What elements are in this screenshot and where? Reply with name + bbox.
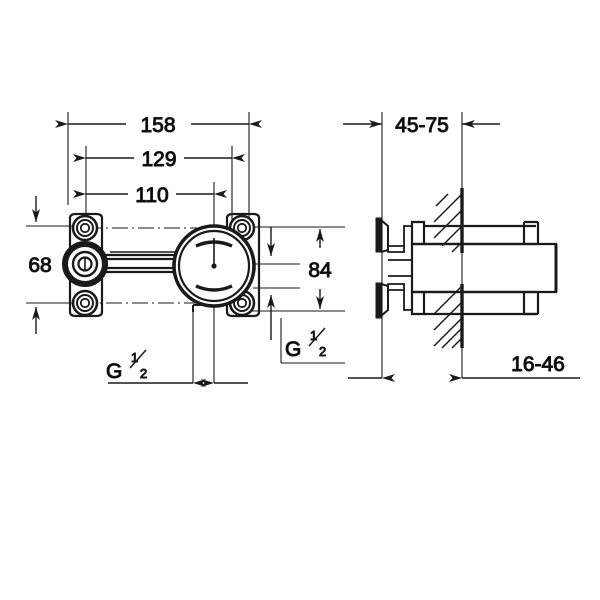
screw-ring-inner [236, 297, 248, 309]
dim-value-16-46: 16-46 [511, 353, 565, 376]
thread-label-right-letter: G [285, 338, 301, 361]
screw-boss-bottom-left [71, 289, 99, 317]
thread-label-right-denominator: 2 [319, 344, 326, 359]
screw-ring-inner [79, 297, 91, 309]
screw-boss-top-left [71, 214, 99, 242]
flange-neck-upper [387, 245, 405, 253]
thread-label-bottom: G 1 2 [106, 349, 148, 384]
dim-value-110: 110 [135, 184, 168, 207]
mounting-screw-bosses [71, 214, 256, 317]
dim-value-84: 84 [308, 259, 332, 282]
cartridge-body [172, 224, 256, 312]
wall-hatching-lower [433, 285, 463, 349]
flange-edge-lower [375, 282, 382, 319]
flange-body-lower [380, 283, 389, 317]
flange-edge-upper [375, 217, 382, 253]
dim-value-68: 68 [28, 254, 51, 277]
screw-ring-inner [79, 222, 91, 234]
cartridge-arc-bottom [195, 284, 233, 292]
side-view-body [410, 220, 558, 316]
side-view-flange [375, 217, 412, 319]
wall-section [433, 188, 464, 349]
flange-spindle-lines [388, 259, 412, 277]
dim-value-158: 158 [140, 114, 175, 137]
cartridge-inner-circle [177, 229, 251, 303]
flange-step-upper [403, 225, 412, 246]
left-inlet-boss [62, 241, 108, 287]
thread-label-right: G 1 2 [285, 327, 327, 362]
cartridge-centre-dot [211, 263, 217, 269]
thread-label-bottom-numerator: 1 [131, 350, 138, 365]
thread-label-right-fraction-bar [308, 327, 326, 347]
flange-body-upper [380, 219, 389, 253]
front-view: 158 129 110 68 84 G 1 2 G 1 2 [26, 112, 345, 387]
dim-value-129: 129 [141, 148, 176, 171]
thread-label-right-numerator: 1 [310, 328, 317, 343]
thread-label-bottom-denominator: 2 [140, 366, 147, 381]
screw-ring-inner [236, 222, 248, 234]
dim-value-45-75: 45-75 [395, 114, 449, 137]
lower-lug-far [522, 292, 540, 316]
left-bracket-top-cap [68, 212, 104, 219]
right-bracket-top-cap [225, 212, 261, 219]
thread-label-bottom-fraction-bar [129, 349, 147, 369]
thread-label-bottom-letter: G [106, 360, 122, 383]
flange-step-lower [403, 290, 412, 311]
upper-lug-far [522, 220, 540, 244]
front-view-dimension-lines [32, 120, 324, 387]
side-section-view: 45-75 16-46 [343, 112, 580, 382]
cartridge-outlet-stub [192, 304, 208, 312]
wall-hatching-upper [433, 193, 463, 253]
